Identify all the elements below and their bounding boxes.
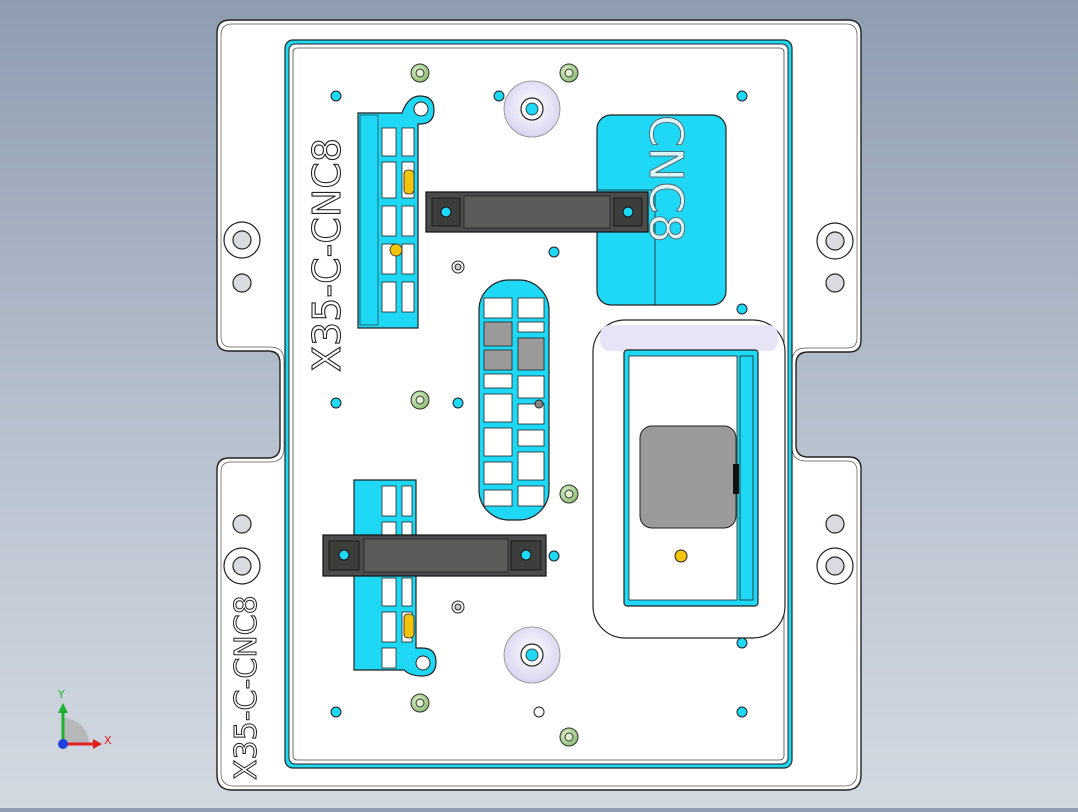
- lower-left-slot-hole: [415, 655, 431, 671]
- axis-y-label: Y: [57, 688, 65, 701]
- right-pocket-window: [639, 425, 737, 529]
- hole-right-lower: [825, 514, 845, 534]
- right-pocket-shade-top: [600, 325, 778, 351]
- axis-triad: X Y: [57, 688, 112, 749]
- upper-left-slot-hole: [413, 101, 429, 117]
- pocket-notch: [597, 189, 656, 305]
- clamp-bar-lower: [322, 534, 547, 577]
- hole-right-upper: [825, 273, 845, 293]
- plate-hole-group: [223, 221, 854, 585]
- axis-z-dot: [58, 739, 68, 749]
- hole-left-upper: [232, 273, 252, 293]
- triad-sector: [63, 718, 89, 744]
- locating-pins: [410, 63, 579, 747]
- part-label-secondary: X35-C-CNC8: [229, 595, 264, 780]
- yellow-feature-a: [403, 169, 415, 195]
- boss-lower: [503, 626, 561, 684]
- pin-5: [410, 693, 430, 713]
- yellow-feature-c: [403, 613, 415, 639]
- right-pocket-tab: [733, 464, 739, 494]
- clamp-bar-upper: [425, 191, 649, 233]
- pin-1: [410, 63, 430, 83]
- upper-left-rail: [359, 114, 379, 326]
- boss-upper: [503, 80, 561, 138]
- axis-x-label: X: [104, 734, 112, 747]
- axis-y-arrow: [58, 703, 68, 713]
- yellow-feature-b: [389, 243, 403, 257]
- yellow-feature-d: [674, 549, 688, 563]
- hole-left-lower: [232, 514, 252, 534]
- plain-holes: [451, 260, 545, 718]
- dowel-holes: [330, 90, 748, 718]
- pin-4: [559, 484, 579, 504]
- right-pocket-side-rail: [739, 355, 754, 601]
- pin-3: [410, 390, 430, 410]
- part-label-primary: X35-C-CNC8: [305, 138, 349, 372]
- pin-6: [559, 727, 579, 747]
- center-slot-grid: [483, 297, 545, 507]
- base-plate-inner-edge: [220, 23, 858, 787]
- axis-x-arrow: [93, 739, 102, 749]
- pin-2: [559, 63, 579, 83]
